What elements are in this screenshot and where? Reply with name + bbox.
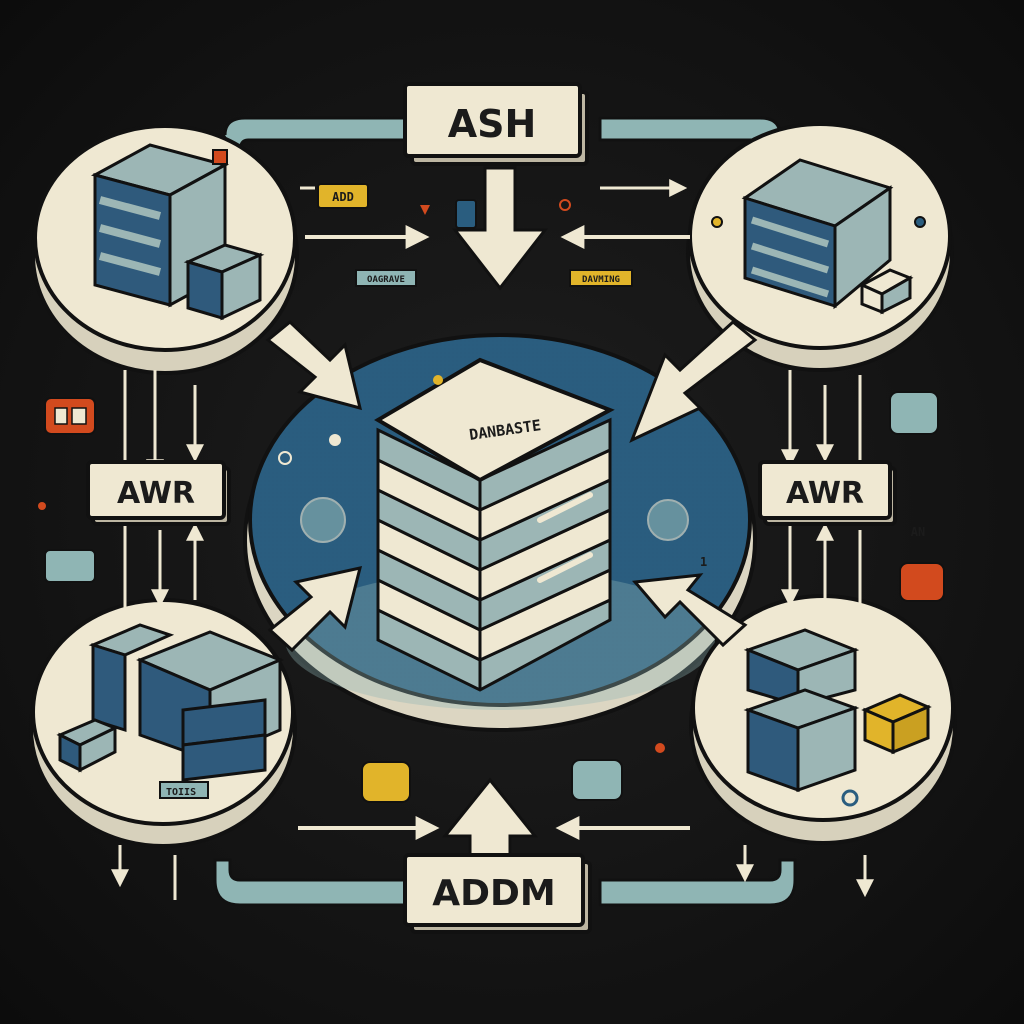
settings-icon bbox=[361, 761, 411, 803]
awr-right-box: AWR bbox=[758, 460, 897, 526]
center-right-number: 1 bbox=[700, 555, 707, 569]
left-banner-tag: OAGRAVE bbox=[355, 269, 417, 287]
right-banner-tag: DAVMING bbox=[569, 269, 633, 287]
magnifier-icon bbox=[571, 759, 623, 801]
right-small-tag: AN bbox=[911, 525, 925, 539]
left-banner-text: OAGRAVE bbox=[367, 275, 405, 285]
server-stack-icon bbox=[90, 143, 265, 321]
node-bottom-right bbox=[689, 594, 957, 845]
server-stack-icon bbox=[56, 623, 284, 782]
small-gear-icon bbox=[278, 451, 292, 465]
node-bottom-left: TOIIS bbox=[29, 598, 297, 848]
arrow-bl-to-center bbox=[267, 566, 363, 653]
side-vertical-connectors bbox=[111, 370, 874, 900]
arrow-tr-to-center bbox=[629, 320, 758, 443]
yellow-indicator-icon bbox=[433, 375, 443, 385]
central-database-stack: DANBASTE bbox=[374, 357, 615, 692]
addm-up-arrow bbox=[441, 777, 539, 862]
chart-icon bbox=[44, 397, 96, 435]
red-dot-icon bbox=[655, 743, 665, 753]
addm-label: ADDM bbox=[432, 873, 555, 914]
side-icons bbox=[38, 199, 945, 803]
add-tag: ADD bbox=[317, 183, 369, 209]
node-top-left bbox=[31, 124, 299, 375]
awr-left-box: AWR bbox=[86, 460, 231, 526]
ring-icon bbox=[559, 199, 571, 211]
ash-box: ASH bbox=[403, 82, 589, 166]
down-marker-icon bbox=[420, 205, 430, 215]
flag-icon bbox=[455, 199, 477, 229]
bottom-left-tag-text: TOIIS bbox=[166, 787, 196, 798]
status-ring-icon bbox=[841, 789, 859, 807]
ash-label: ASH bbox=[448, 102, 537, 146]
right-small-text: AN bbox=[911, 525, 925, 539]
horizontal-connectors bbox=[298, 179, 690, 840]
cloud-icon bbox=[889, 391, 939, 435]
warning-icon bbox=[212, 149, 228, 165]
right-banner-text: DAVMING bbox=[582, 275, 620, 285]
chat-icon bbox=[44, 549, 96, 583]
small-dot-icon bbox=[329, 434, 341, 446]
server-stack-icon bbox=[743, 628, 932, 793]
ash-down-arrow bbox=[451, 166, 549, 291]
awr-right-label: AWR bbox=[786, 476, 864, 511]
awr-left-label: AWR bbox=[117, 476, 195, 511]
add-tag-text: ADD bbox=[332, 190, 354, 204]
red-dot-icon bbox=[38, 502, 46, 510]
bottom-left-tag bbox=[159, 781, 209, 799]
arrow-br-to-center bbox=[632, 573, 748, 648]
center-ornaments: 1 bbox=[278, 375, 707, 569]
primary-flow-arrows bbox=[441, 166, 549, 862]
pin-icon bbox=[711, 216, 723, 228]
addm-box: ADDM bbox=[403, 853, 592, 934]
pin-icon bbox=[914, 216, 926, 228]
database-layers bbox=[374, 357, 615, 692]
server-stack-icon bbox=[741, 158, 914, 315]
alert-icon bbox=[899, 562, 945, 602]
arrow-tl-to-center bbox=[265, 320, 363, 411]
diagonal-arrows bbox=[265, 320, 758, 653]
